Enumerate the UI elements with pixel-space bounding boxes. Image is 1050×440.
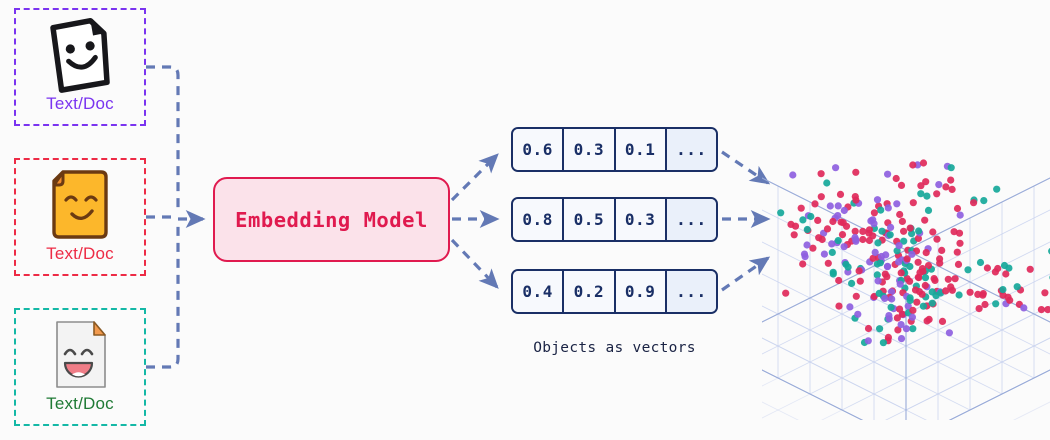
source-label-2: Text/Doc: [46, 244, 114, 263]
vector-cell: 0.2: [564, 271, 616, 312]
vector-space-3d: [617, 50, 1050, 440]
connector-model-to-vector1: [450, 153, 499, 202]
connector-model-to-vector3: [450, 238, 499, 289]
connector-doc3: [146, 222, 180, 369]
connector-doc1: [146, 65, 180, 212]
vector-cell: 0.5: [564, 199, 616, 240]
vector-cell-ellipsis: ...: [666, 199, 716, 240]
laughing-page-icon: [42, 316, 118, 394]
vector-row-3[interactable]: 0.4 0.2 0.9 ...: [511, 269, 718, 314]
vector-cell-ellipsis: ...: [666, 271, 716, 312]
vector-cell: 0.4: [513, 271, 565, 312]
source-label-3: Text/Doc: [46, 394, 114, 413]
source-box-2[interactable]: Text/Doc: [14, 158, 146, 276]
scatter-dots: [777, 159, 1050, 347]
embedding-model-box[interactable]: Embedding Model: [213, 177, 450, 262]
source-label-1: Text/Doc: [46, 94, 114, 113]
embedding-model-label: Embedding Model: [235, 207, 428, 232]
vector-cell: 0.3: [564, 129, 616, 170]
vector-row-1[interactable]: 0.6 0.3 0.1 ...: [511, 127, 718, 172]
vector-cell-ellipsis: ...: [666, 129, 716, 170]
vector-cell: 0.1: [615, 129, 667, 170]
vector-cell: 0.8: [513, 199, 565, 240]
vector-space-svg: [617, 153, 1050, 440]
vector-cell: 0.6: [513, 129, 565, 170]
vectors-caption: Objects as vectors: [533, 340, 696, 356]
source-box-3[interactable]: Text/Doc: [14, 308, 146, 426]
vector-row-2[interactable]: 0.8 0.5 0.3 ...: [511, 197, 718, 242]
smirking-page-icon: [42, 166, 118, 244]
vector-cell: 0.3: [615, 199, 667, 240]
smiling-page-icon: [42, 16, 118, 94]
source-box-1[interactable]: Text/Doc: [14, 8, 146, 126]
vector-cell: 0.9: [615, 271, 667, 312]
